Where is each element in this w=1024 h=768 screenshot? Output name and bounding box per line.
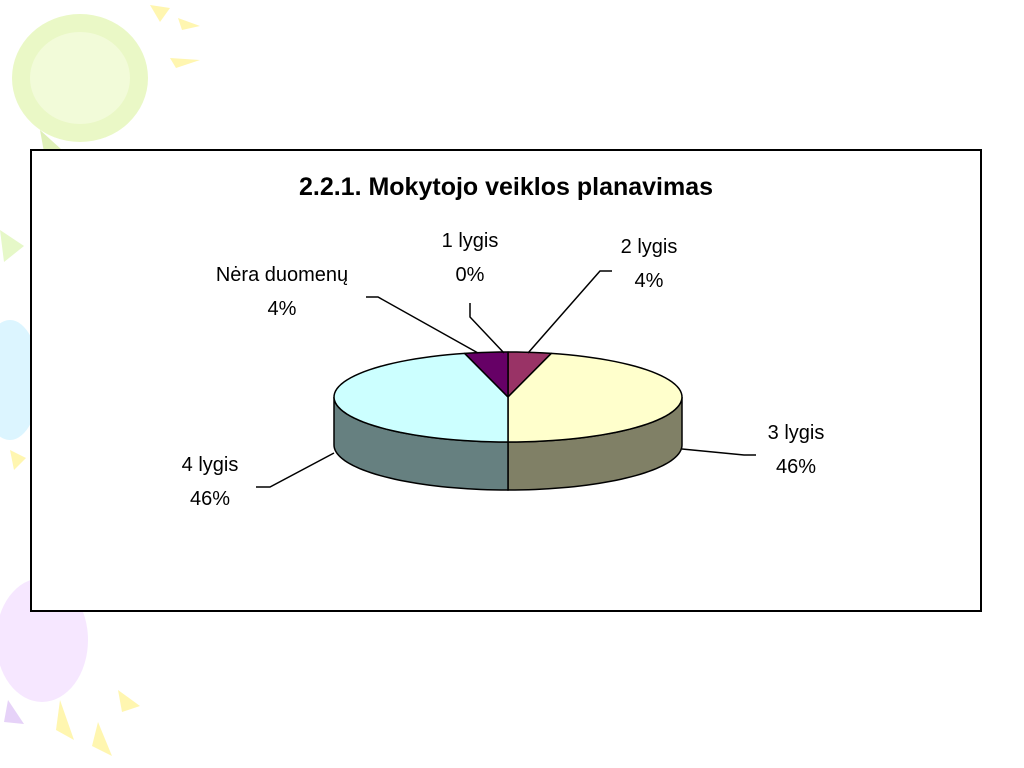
- leader-line-1-lygis: [469, 303, 505, 354]
- data-label-percent-4-lygis: 46%: [190, 488, 230, 510]
- data-label-category-n-ra-duomen-: Nėra duomenų: [216, 264, 348, 286]
- data-label-category-3-lygis: 3 lygis: [768, 422, 825, 444]
- data-label-category-2-lygis: 2 lygis: [621, 236, 678, 258]
- data-label-percent-2-lygis: 4%: [635, 270, 664, 292]
- balloon-top-left: [12, 5, 200, 152]
- pie-chart: 1 lygis 0% 2 lygis 4% 3 lygis 46% 4 lygis 46% Nė…: [182, 230, 825, 510]
- chart-frame: 2.2.1. Mokytojo veiklos planavimas 1 lyg…: [30, 149, 982, 612]
- data-label-percent-n-ra-duomen-: 4%: [268, 298, 297, 320]
- leader-line-3-lygis: [681, 448, 756, 456]
- pie-slice-3-lygis: [507, 352, 683, 443]
- pie-top-faces: [333, 351, 683, 443]
- data-label-category-1-lygis: 1 lygis: [442, 230, 499, 252]
- leader-line-4-lygis: [256, 452, 335, 488]
- pie-data-labels: 1 lygis 0% 2 lygis 4% 3 lygis 46% 4 lygis 46% Nė…: [182, 230, 825, 510]
- data-label-percent-1-lygis: 0%: [456, 264, 485, 286]
- pie-slice-n-ra-duomen-: [463, 351, 509, 398]
- data-label-category-4-lygis: 4 lygis: [182, 454, 239, 476]
- chart-title: 2.2.1. Mokytojo veiklos planavimas: [298, 173, 714, 201]
- balloon-left-mid: [0, 230, 40, 470]
- data-label-percent-3-lygis: 46%: [776, 456, 816, 478]
- pie-slice-4-lygis: [333, 352, 509, 443]
- leader-line-2-lygis: [527, 270, 612, 354]
- leader-line-n-ra-duomen-: [366, 296, 479, 354]
